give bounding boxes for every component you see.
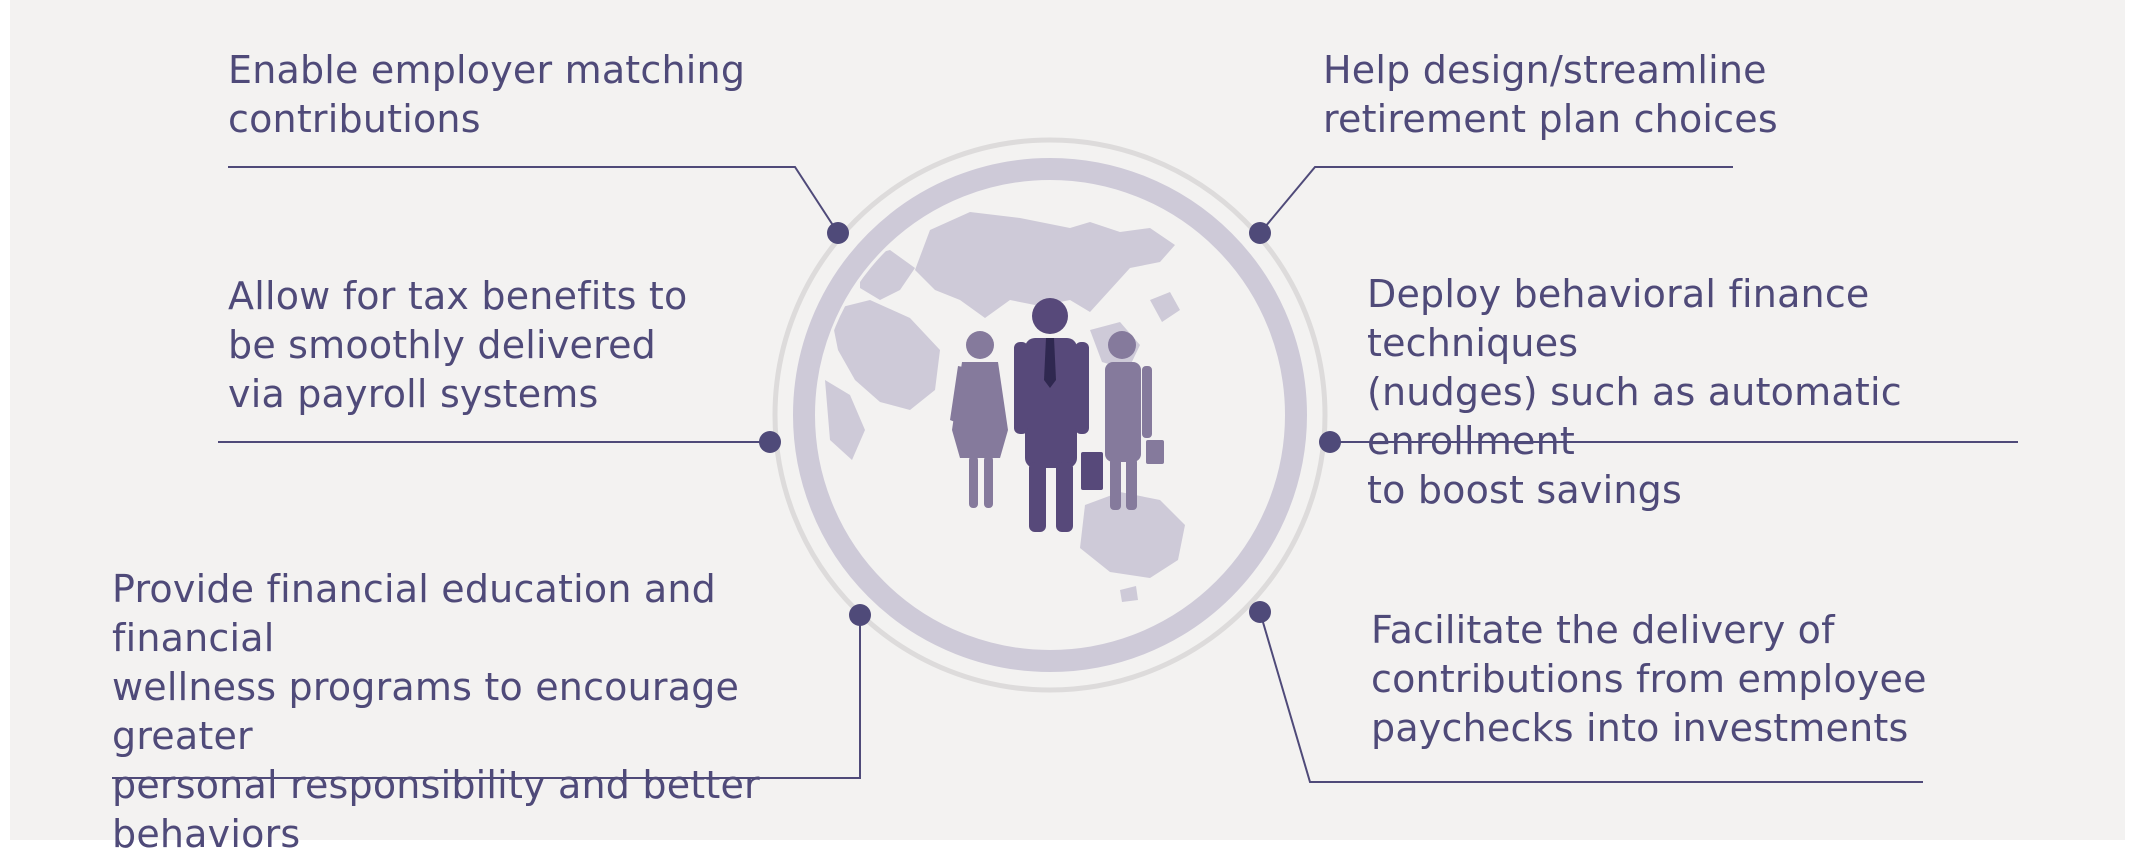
dot-top-right [1249, 222, 1271, 244]
globe-map-icon [772, 137, 1328, 693]
callout-top-right: Help design/streamline retirement plan c… [1323, 48, 1778, 141]
connector-bottom-right [1259, 611, 1923, 783]
globe-graphic [112, 137, 2018, 783]
inner-ring [793, 158, 1307, 672]
callout-top-left: Enable employer matching contributions [228, 48, 746, 141]
businessman-briefcase-icon [1105, 331, 1164, 510]
callout-bottom-left: Provide financial education and financia… [112, 567, 760, 856]
dot-top-left [827, 222, 849, 244]
connector-top-left [228, 166, 839, 234]
callout-bottom-right: Facilitate the delivery of contributions… [1371, 608, 1927, 750]
diagram-panel: Enable employer matching contributions A… [10, 0, 2125, 856]
outer-ring [772, 137, 1328, 693]
callout-middle-left: Allow for tax benefits to be smoothly de… [228, 274, 688, 416]
dot-middle-right [1319, 431, 1341, 453]
world-map [825, 212, 1185, 602]
businesswoman-icon [950, 331, 1008, 508]
businessman-icon [1014, 298, 1103, 532]
dot-bottom-left [849, 604, 871, 626]
dot-middle-left [759, 431, 781, 453]
callout-middle-right: Deploy behavioral finance techniques (nu… [1367, 272, 1902, 512]
connector-bottom-left [112, 615, 861, 779]
dot-bottom-right [1249, 601, 1271, 623]
connector-top-right [1259, 166, 1733, 234]
